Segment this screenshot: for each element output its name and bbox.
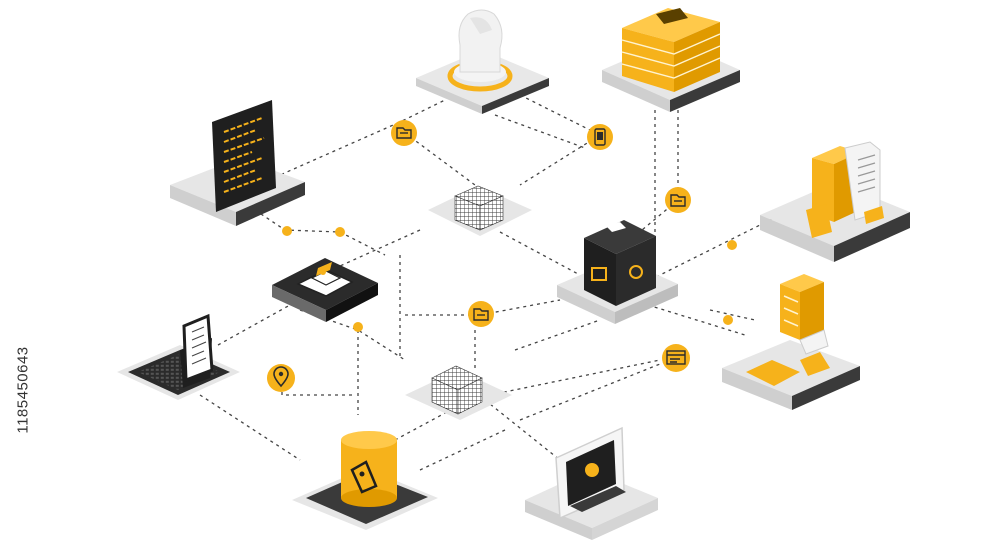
stacked-boxes-icon [621, 8, 721, 92]
connection-line [299, 309, 406, 361]
junction-dots [282, 226, 737, 332]
connection-line [494, 114, 586, 149]
storage-cylinder-node [292, 431, 438, 530]
connection-line [484, 399, 561, 461]
dark-cube-node [557, 220, 678, 324]
monitor-icon [555, 426, 626, 520]
stacked-boxes-node [602, 8, 740, 112]
archive-server-icon [806, 141, 884, 238]
junction-dot [353, 322, 363, 332]
connection-line [489, 359, 661, 396]
browser-window-icon [666, 350, 686, 365]
laptop-icon [128, 313, 230, 395]
archive-servers-node [760, 141, 910, 262]
mesh-cube-bottom-node [405, 365, 512, 420]
dark-cube-icon [584, 220, 656, 306]
connection-line [519, 94, 602, 186]
mesh-cube-top-node [428, 185, 532, 236]
connection-line [519, 357, 676, 421]
code-screen-node [170, 100, 305, 226]
server-tower-node [722, 274, 860, 410]
server-tower-icon [746, 274, 830, 386]
connector-location [267, 364, 295, 392]
chess-knight-icon [447, 9, 513, 92]
junction-dot [727, 240, 737, 250]
stock-id-text: 1185450643 [14, 346, 32, 434]
stock-id-label: 1185450643 [6, 300, 40, 480]
folder-icon [473, 308, 489, 321]
junction-dot [723, 315, 733, 325]
connection-line [647, 304, 746, 336]
box-tray-icon [296, 262, 354, 297]
storage-cylinder-icon [341, 431, 397, 507]
phone-icon [594, 128, 606, 146]
connector-folder-right [665, 187, 691, 213]
code-screen-icon [212, 100, 276, 212]
location-pin-icon [273, 366, 289, 388]
folder-icon [670, 194, 686, 207]
connector-phone [587, 124, 613, 150]
mesh-cube-icon [454, 185, 504, 231]
junction-dot [335, 227, 345, 237]
connection-line [514, 319, 601, 351]
connection-line [499, 231, 581, 276]
connection-line [394, 404, 461, 441]
connector-browser [662, 344, 690, 372]
mesh-cube-icon [431, 365, 483, 415]
connection-line [629, 110, 679, 241]
connection-line [709, 309, 756, 321]
connection-line [419, 429, 506, 471]
connection-line [404, 132, 476, 186]
folder-icon [396, 127, 412, 139]
laptop-node [117, 313, 240, 400]
connection-line [649, 209, 791, 281]
connector-folder-top [391, 120, 417, 146]
connection-line [199, 394, 301, 461]
connection-line [217, 304, 291, 346]
connection-line [254, 209, 386, 256]
box-tray-node [272, 258, 378, 322]
connector-folder-center [468, 301, 494, 327]
monitor-node [525, 426, 658, 540]
connection-line [281, 378, 355, 396]
chess-knight-node [416, 9, 549, 114]
connection-line [261, 99, 446, 184]
junction-dot [282, 226, 292, 236]
